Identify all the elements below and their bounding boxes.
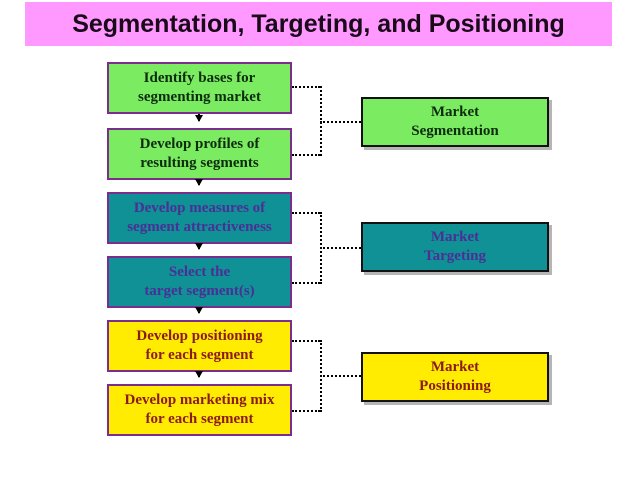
stage-label-market-positioning[interactable]: Market Positioning [361,352,549,402]
flow-arrow-4 [195,307,203,314]
process-box-develop-marketing-mix[interactable]: Develop marketing mix for each segment [107,384,292,436]
process-box-line1: Develop profiles of [139,135,260,152]
connector-positioning-stem [320,375,361,377]
flow-arrow-1 [195,114,203,122]
connector-positioning-top [292,340,320,342]
stage-label-line1: Market [430,103,480,120]
process-box-identify-bases[interactable]: Identify bases for segmenting market [107,62,292,114]
process-box-develop-profiles[interactable]: Develop profiles of resulting segments [107,128,292,180]
connector-targeting-bottom [292,282,320,284]
stage-label-line2: Positioning [419,378,491,394]
process-box-line2: resulting segments [140,155,259,171]
process-box-line2: for each segment [145,411,254,427]
process-box-line1: Identify bases for [143,69,256,86]
connector-segmentation-bottom [292,154,320,156]
connector-targeting-stem [320,247,361,249]
stage-label-line1: Market [430,358,480,375]
page-title: Segmentation, Targeting, and Positioning [72,10,565,38]
process-box-develop-measures[interactable]: Develop measures of segment attractivene… [107,192,292,244]
stage-label-market-targeting[interactable]: Market Targeting [361,222,549,272]
stage-label-line2: Targeting [424,248,486,264]
process-box-line1: Develop measures of [133,199,266,216]
process-box-line1: Select the [168,263,231,280]
process-box-select-target[interactable]: Select the target segment(s) [107,256,292,308]
process-box-line2: target segment(s) [144,283,255,299]
process-box-line2: segment attractiveness [127,219,272,235]
process-box-line1: Develop marketing mix [124,391,275,408]
process-box-line2: for each segment [145,347,254,363]
flow-arrow-5 [195,371,203,378]
process-box-develop-positioning[interactable]: Develop positioning for each segment [107,320,292,372]
connector-segmentation-top [292,86,320,88]
flow-arrow-3 [195,243,203,250]
connector-targeting-top [292,212,320,214]
stage-label-market-segmentation[interactable]: Market Segmentation [361,97,549,147]
title-banner: Segmentation, Targeting, and Positioning [25,2,612,46]
process-box-line1: Develop positioning [136,327,263,344]
flow-arrow-2 [195,179,203,186]
stage-label-line1: Market [430,228,480,245]
connector-positioning-bottom [292,410,320,412]
process-box-line2: segmenting market [138,89,261,105]
stage-label-line2: Segmentation [411,123,499,139]
connector-segmentation-stem [320,121,361,123]
